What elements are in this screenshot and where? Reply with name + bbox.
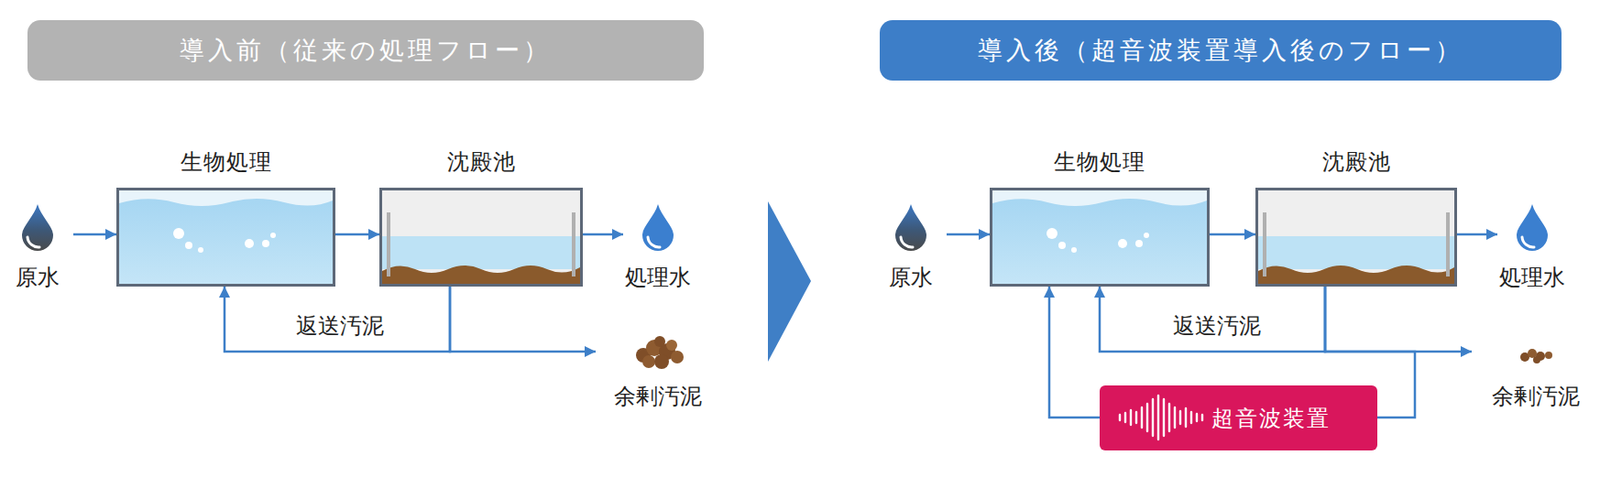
device-box: 超音波装置 xyxy=(1099,385,1378,451)
process-tank: 沈殿池 xyxy=(379,187,583,287)
tank-heading: 生物処理 xyxy=(955,148,1244,176)
output-node: 処理水 xyxy=(623,197,693,294)
source-node: 原水 xyxy=(875,197,947,294)
raw-water-drop xyxy=(21,204,54,252)
output-node: 余剰汚泥 xyxy=(1471,329,1600,413)
node-label: 原水 xyxy=(0,263,92,292)
flow-connector xyxy=(946,233,990,237)
flow-connector xyxy=(449,286,596,352)
flow-connector xyxy=(73,233,117,237)
tank-heading: 沈殿池 xyxy=(1221,148,1491,176)
flow-connector xyxy=(224,286,450,352)
node-label: 余剰汚泥 xyxy=(577,383,739,411)
process-tank: 沈殿池 xyxy=(1255,187,1458,287)
raw-water-drop xyxy=(895,204,927,252)
flow-connector xyxy=(582,233,624,237)
node-label: 超音波装置 xyxy=(1211,404,1331,434)
settling-tank-art xyxy=(382,190,581,285)
edge-label: 返送汚泥 xyxy=(295,312,384,340)
node-label: 導入後（超音波装置導入後のフロー） xyxy=(977,33,1464,67)
output-node: 余剰汚泥 xyxy=(595,329,721,413)
node-label: 導入前（従来の処理フロー） xyxy=(179,33,552,67)
treated-water-drop xyxy=(1516,204,1548,252)
sludge-pellets xyxy=(635,336,684,370)
flow-connector xyxy=(1099,286,1326,352)
aeration-tank-art xyxy=(992,190,1207,285)
output-node: 処理水 xyxy=(1497,197,1568,294)
settling-tank-art xyxy=(1258,190,1455,285)
flow-connector xyxy=(1049,286,1100,418)
flow-connector xyxy=(1457,233,1498,237)
process-tank: 生物処理 xyxy=(116,187,336,287)
edge-label: 返送汚泥 xyxy=(1172,312,1261,340)
aeration-tank-art xyxy=(119,190,333,285)
tank-heading: 生物処理 xyxy=(82,148,370,176)
treated-water-drop xyxy=(642,204,674,252)
source-node: 原水 xyxy=(1,197,74,294)
section-header: 導入前（従来の処理フロー） xyxy=(27,20,704,81)
flow-connector xyxy=(1209,233,1256,237)
flow-connector xyxy=(335,233,380,237)
node-label: 処理水 xyxy=(1479,263,1586,292)
tank-heading: 沈殿池 xyxy=(345,148,617,176)
flow-connector xyxy=(1325,286,1472,352)
flow-connector xyxy=(1325,286,1415,418)
node-label: 余剰汚泥 xyxy=(1453,383,1600,411)
sludge-pellets xyxy=(1520,349,1553,364)
process-tank: 生物処理 xyxy=(989,187,1210,287)
node-label: 処理水 xyxy=(604,263,712,292)
node-label: 原水 xyxy=(856,263,965,292)
section-header: 導入後（超音波装置導入後のフロー） xyxy=(879,20,1562,81)
transition-arrow xyxy=(767,201,811,362)
